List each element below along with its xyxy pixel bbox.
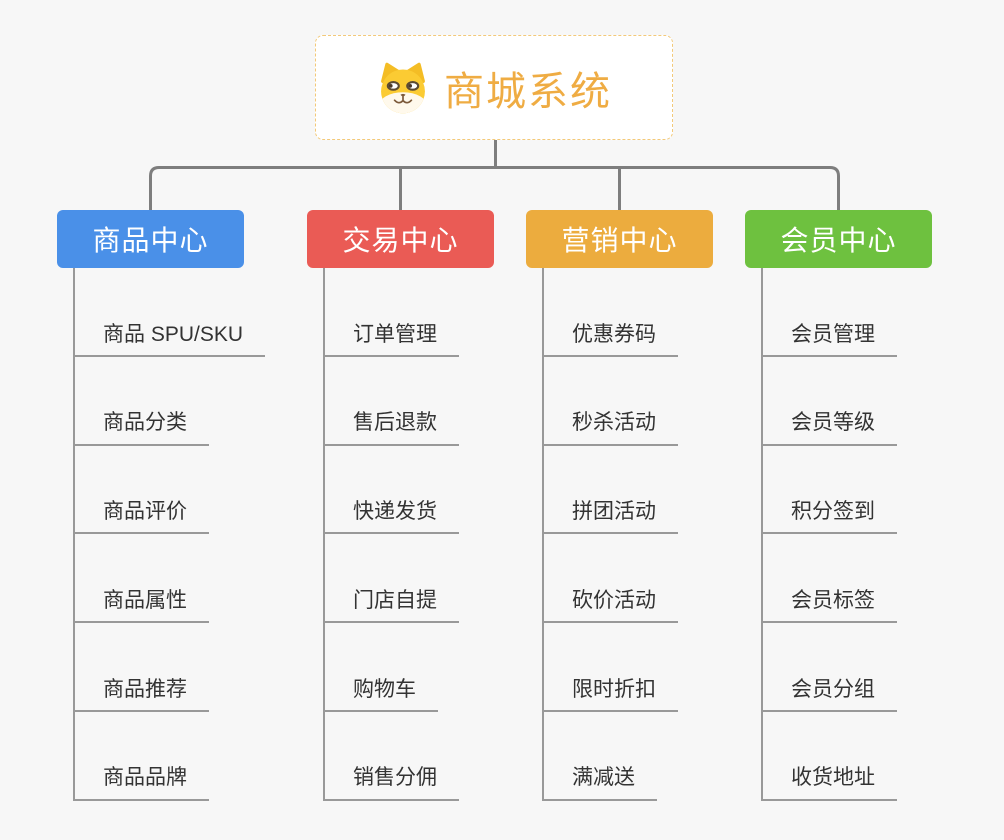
- branch-column-member: 会员中心 会员管理 会员等级 积分签到 会员标签 会员分组 收货地址: [745, 210, 932, 801]
- item-row: 售后退款: [325, 357, 494, 446]
- item-row: 订单管理: [325, 268, 494, 357]
- item-row: 会员分组: [763, 623, 932, 712]
- mindmap-item[interactable]: 满减送: [544, 765, 657, 801]
- item-row: 会员等级: [763, 357, 932, 446]
- mindmap-item[interactable]: 购物车: [325, 677, 438, 712]
- mindmap-item[interactable]: 优惠券码: [544, 322, 678, 357]
- branch-header-trade[interactable]: 交易中心: [307, 210, 494, 268]
- root-title: 商城系统: [444, 69, 612, 114]
- item-row: 会员标签: [763, 534, 932, 623]
- branch-items: 订单管理 售后退款 快递发货 门店自提 购物车 销售分佣: [323, 268, 494, 801]
- mindmap-item[interactable]: 商品分类: [75, 410, 209, 446]
- item-row: 商品推荐: [75, 623, 244, 712]
- mindmap-item[interactable]: 商品推荐: [75, 677, 209, 712]
- mindmap-item[interactable]: 限时折扣: [544, 677, 678, 712]
- item-row: 商品品牌: [75, 712, 244, 801]
- mindmap-item[interactable]: 售后退款: [325, 410, 459, 446]
- dog-face-icon: [376, 61, 430, 115]
- branch-items: 商品 SPU/SKU 商品分类 商品评价 商品属性 商品推荐 商品品牌: [73, 268, 266, 801]
- mindmap-item[interactable]: 订单管理: [325, 322, 459, 357]
- root-node[interactable]: 商城系统: [315, 35, 673, 140]
- mindmap-item[interactable]: 积分签到: [763, 499, 897, 535]
- item-row: 拼团活动: [544, 446, 713, 535]
- item-row: 砍价活动: [544, 534, 713, 623]
- item-row: 限时折扣: [544, 623, 713, 712]
- mindmap-item[interactable]: 砍价活动: [544, 588, 678, 623]
- mindmap-item[interactable]: 拼团活动: [544, 499, 678, 535]
- mindmap-item[interactable]: 商品属性: [75, 588, 209, 623]
- mindmap-item[interactable]: 快递发货: [325, 499, 459, 535]
- item-row: 收货地址: [763, 712, 932, 801]
- item-row: 积分签到: [763, 446, 932, 535]
- mindmap-item[interactable]: 收货地址: [763, 765, 897, 801]
- item-row: 快递发货: [325, 446, 494, 535]
- mindmap-item[interactable]: 商品评价: [75, 499, 209, 535]
- mindmap-item[interactable]: 商品品牌: [75, 765, 209, 801]
- item-row: 门店自提: [325, 534, 494, 623]
- mindmap-item[interactable]: 会员标签: [763, 588, 897, 623]
- item-row: 满减送: [544, 712, 713, 801]
- branch-header-member[interactable]: 会员中心: [745, 210, 932, 268]
- branch-column-trade: 交易中心 订单管理 售后退款 快递发货 门店自提 购物车 销售分佣: [307, 210, 494, 801]
- mindmap-item[interactable]: 门店自提: [325, 588, 459, 623]
- item-row: 商品分类: [75, 357, 244, 446]
- mindmap-item[interactable]: 销售分佣: [325, 765, 459, 801]
- item-row: 秒杀活动: [544, 357, 713, 446]
- branch-header-product[interactable]: 商品中心: [57, 210, 244, 268]
- mindmap-item[interactable]: 会员管理: [763, 322, 897, 357]
- mindmap-item[interactable]: 会员分组: [763, 677, 897, 712]
- item-row: 商品属性: [75, 534, 244, 623]
- item-row: 销售分佣: [325, 712, 494, 801]
- branch-column-marketing: 营销中心 优惠券码 秒杀活动 拼团活动 砍价活动 限时折扣 满减送: [526, 210, 713, 801]
- branch-frame-line: [149, 166, 840, 210]
- branch-header-marketing[interactable]: 营销中心: [526, 210, 713, 268]
- mindmap-item[interactable]: 商品 SPU/SKU: [75, 322, 266, 357]
- item-row: 购物车: [325, 623, 494, 712]
- branch-items: 会员管理 会员等级 积分签到 会员标签 会员分组 收货地址: [761, 268, 932, 801]
- mindmap-item[interactable]: 会员等级: [763, 410, 897, 446]
- mindmap-item[interactable]: 秒杀活动: [544, 410, 678, 446]
- branch-column-product: 商品中心 商品 SPU/SKU 商品分类 商品评价 商品属性 商品推荐 商品品牌: [57, 210, 266, 801]
- item-row: 商品 SPU/SKU: [75, 268, 266, 357]
- item-row: 优惠券码: [544, 268, 713, 357]
- item-row: 商品评价: [75, 446, 244, 535]
- branch-items: 优惠券码 秒杀活动 拼团活动 砍价活动 限时折扣 满减送: [542, 268, 713, 801]
- item-row: 会员管理: [763, 268, 932, 357]
